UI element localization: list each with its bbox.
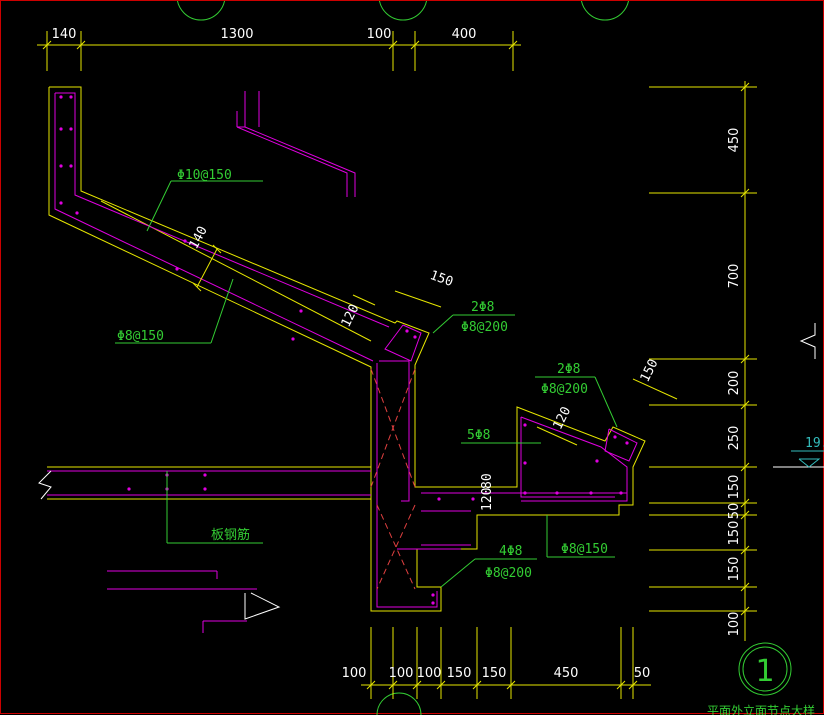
dim-right-6: 50 [727,503,742,520]
dim-top-3: 100 [367,27,392,42]
dim-right-3: 200 [727,371,742,396]
dim-right-7: 150 [727,521,742,546]
dim-right-1: 450 [727,128,742,153]
right-dim-labels: 450 700 200 250 150 50 150 150 100 [727,128,742,637]
dim-right-5: 150 [727,475,742,500]
dim-bottom-1: 100 [342,666,367,681]
label-d120c: 120 [480,488,495,511]
footer-title: 平面外立面节点大样 [707,703,815,715]
rebar [38,91,638,633]
axis-circle [581,1,629,21]
column-cross [370,368,416,590]
label-2phi8-b: 2Φ8 [557,362,580,377]
dim-bottom-5: 150 [482,666,507,681]
break-symbol [38,470,52,500]
elevation-marker [773,323,824,468]
label-d80: 80 [480,473,495,489]
detail-number: 1 [755,654,774,689]
dim-bottom-4: 150 [447,666,472,681]
axis-circle [376,692,422,715]
label-phi8-150-b: Φ8@150 [561,542,608,557]
slanted-dims [192,244,678,446]
label-phi8-200-b: Φ8@200 [541,382,588,397]
axis-circle [379,1,427,21]
dim-bottom-6: 450 [554,666,579,681]
label-phi8-200-a: Φ8@200 [461,320,508,335]
dim-right-2: 700 [727,264,742,289]
right-dimension-chain [649,81,757,641]
dim-right-4: 250 [727,426,742,451]
dim-top-4: 400 [452,27,477,42]
dim-bottom-2: 100 [389,666,414,681]
label-d150b: 150 [638,357,662,385]
label-elevation: 19. [805,436,824,451]
dim-top-1: 140 [52,27,77,42]
dim-bottom-3: 100 [417,666,442,681]
label-d120a: 120 [339,302,363,330]
label-2phi8-a: 2Φ8 [471,300,494,315]
dim-top-2: 1300 [220,27,253,42]
label-plate-rebar: 板钢筋 [211,527,250,543]
top-dimension-chain [37,31,521,71]
label-phi10: Φ10@150 [177,168,232,183]
dim-right-9: 100 [727,612,742,637]
annotations: 140 Φ10@150 Φ8@150 120 150 2Φ8 Φ8@200 2Φ… [117,168,824,581]
label-4phi8: 4Φ8 [499,544,522,559]
dim-bottom-7: 50 [634,666,651,681]
rebar-dots [59,95,629,605]
bottom-dim-labels: 100 100 100 150 150 450 50 [342,666,651,681]
bottom-dimension-chain [361,627,651,699]
detail-number-circle [738,642,792,696]
label-phi8-200-c: Φ8@200 [485,566,532,581]
axis-circle [177,1,225,21]
label-5phi8: 5Φ8 [467,428,490,443]
label-d150a: 150 [428,268,455,290]
dim-right-8: 150 [727,557,742,582]
label-phi8-150-left: Φ8@150 [117,329,164,344]
label-slab-thick: 140 [187,224,211,252]
leader-lines [115,180,618,588]
